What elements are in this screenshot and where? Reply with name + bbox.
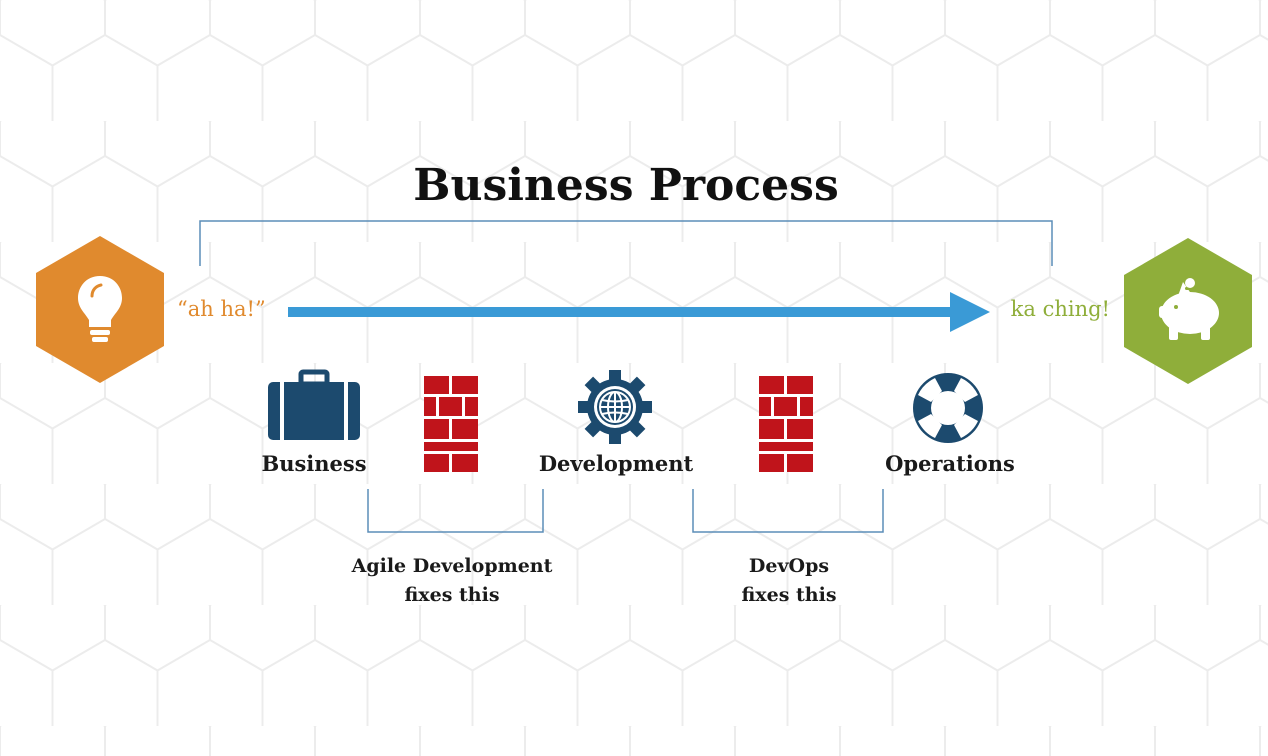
- step-label-operations: Operations: [885, 451, 1015, 476]
- devops-fix-line2: fixes this: [741, 584, 836, 606]
- page-title: Business Process: [413, 160, 838, 211]
- brick-wall-icon: [759, 376, 813, 472]
- agile-bracket: [367, 489, 544, 533]
- step-label-business: Business: [261, 451, 366, 476]
- agile-fix-line1: Agile Development: [351, 555, 553, 577]
- gear-globe-icon: [578, 370, 652, 444]
- lifebuoy-icon: [913, 373, 983, 443]
- agile-fix-line2: fixes this: [404, 584, 499, 606]
- process-arrow: [288, 292, 990, 332]
- end-quote: ka ching!: [1011, 297, 1110, 321]
- end-hexagon: [1124, 238, 1252, 384]
- business-process-bracket: [199, 220, 1053, 266]
- step-label-development: Development: [539, 451, 694, 476]
- piggy-bank-icon: [1159, 278, 1219, 340]
- start-quote: “ah ha!”: [177, 297, 266, 321]
- briefcase-icon: [268, 369, 360, 440]
- devops-bracket: [692, 489, 884, 533]
- start-hexagon: [36, 236, 164, 383]
- brick-wall-icon: [424, 376, 478, 472]
- devops-fix-line1: DevOps: [749, 555, 829, 577]
- lightbulb-icon: [78, 276, 122, 342]
